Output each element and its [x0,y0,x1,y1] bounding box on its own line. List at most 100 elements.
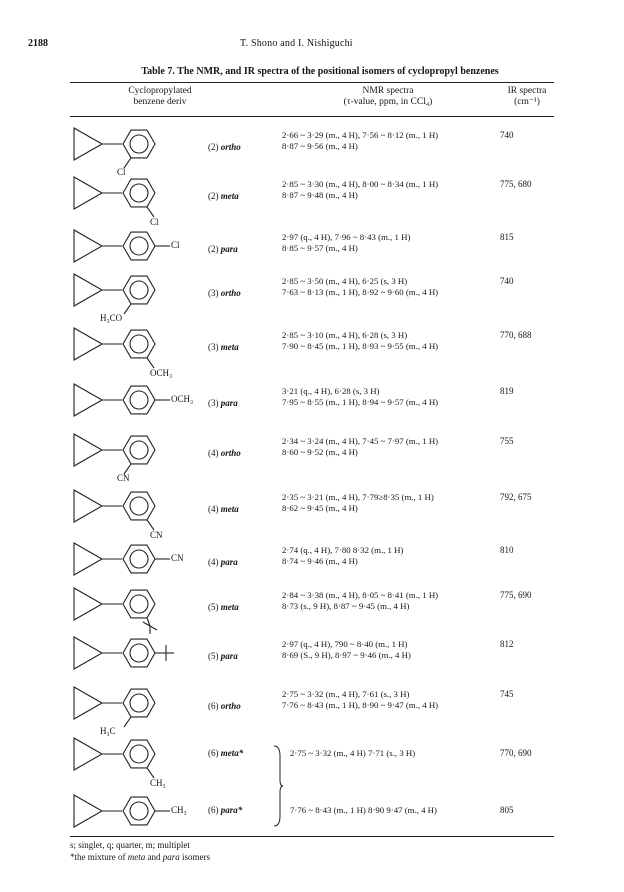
structure-drawing [70,633,220,683]
nmr-cell: 2·85 ~ 3·30 (m., 4 H), 8·00 ~ 8·34 (m., … [282,179,438,201]
ir-value: 755 [500,436,514,446]
nmr-line: 8·69 (S., 9 H), 8·97 ~ 9·46 (m., 4 H) [282,650,411,660]
structure-drawing [70,584,220,634]
substituent-label: H₃CO [100,313,123,323]
ir-value: 745 [500,689,514,699]
structure-drawing: Cl [70,124,220,177]
compound-number: (6) [208,748,219,758]
nmr-line: 2·35 ~ 3·21 (m., 4 H), 7·79≥8·35 (m., 1 … [282,492,434,502]
isomer-position: ortho [220,448,241,458]
compound-number: (6) [208,805,219,815]
compound-number: (2) [208,244,219,254]
structure-drawing: H₃CO [70,270,220,323]
nmr-cell: 2·35 ~ 3·21 (m., 4 H), 7·79≥8·35 (m., 1 … [282,492,434,514]
substituent-label: Cl [150,217,159,227]
isomer-position: meta [220,342,239,352]
header-line: (cm⁻¹) [514,97,540,107]
substituent-label: H₃C [100,726,116,736]
nmr-line: 2·66 ~ 3·29 (m., 4 H), 7·56 ~ 8·12 (m., … [282,130,439,140]
structure-svg [73,794,170,828]
structure-svg [73,176,156,218]
header-line: (τ-value, ppm, in CCl₄) [343,97,433,107]
compound-label: (6) meta* [208,748,243,758]
compound-label: (6) ortho [208,701,241,711]
nmr-line: 8·62 ~ 9·45 (m., 4 H) [282,503,358,513]
nmr-line: 7·76 ~ 8·43 (m., 1 H) 8·90 9·47 (m., 4 H… [290,805,437,815]
nmr-line: 2·97 (q., 4 H), 790 ~ 8·40 (m., 1 H) [282,639,408,649]
compound-number: (3) [208,288,219,298]
header-line: NMR spectra [362,86,414,96]
isomer-position: ortho [220,288,241,298]
structure-svg [73,127,156,169]
substituent-label: CH₃ [150,778,166,788]
nmr-cell: 2·75 ~ 3·32 (m., 4 H), 7·61 (s., 3 H)7·7… [282,689,438,711]
footnote-text: isomers [179,852,211,862]
isomer-position: para [220,244,238,254]
nmr-line: 8·85 ~ 9·57 (m., 4 H) [282,243,358,253]
nmr-line: 2·74 (q., 4 H), 7·80 8·32 (m., 1 H) [282,545,404,555]
nmr-line: 2·97 (q., 4 H), 7·96 ~ 8·43 (m., 1 H) [282,232,411,242]
nmr-line: 8·60 ~ 9·52 (m., 4 H) [282,447,358,457]
ir-value: 792, 675 [500,492,532,502]
structure-svg [73,327,156,369]
compound-label: (4) ortho [208,448,241,458]
isomer-position: para [220,557,238,567]
ir-value: 740 [500,276,514,286]
compound-number: (5) [208,651,219,661]
compound-label: (4) para [208,557,238,567]
structure-drawing: CN [70,539,220,589]
compound-label: (3) ortho [208,288,241,298]
structure-drawing: CN [70,430,220,483]
compound-label: (2) ortho [208,142,241,152]
structure-drawing: H₃C [70,683,220,736]
header-line: Cyclopropylated [128,86,192,96]
table-top-rule [70,82,554,84]
ir-value: 775, 690 [500,590,532,600]
isomer-position: para [220,651,238,661]
substituent-label: Cl [171,240,180,250]
isomer-position: meta [220,602,239,612]
nmr-line: 2·75 ~ 3·32 (m., 4 H) 7·71 (s., 3 H) [290,748,416,758]
substituent-label: OCH₃ [171,394,194,404]
structure-svg [73,229,170,263]
compound-label: (5) para [208,651,238,661]
structure-svg [73,686,156,728]
compound-number: (2) [208,142,219,152]
table-header-rule [70,116,554,117]
column-header-derivative: Cyclopropylated benzene deriv [110,86,210,108]
substituent-label: CN [117,473,130,483]
substituent-label: CN [171,553,184,563]
structure-drawing: CN [70,486,220,540]
brace-mark [273,745,284,827]
nmr-cell: 2·84 ~ 3·38 (m., 4 H), 8·05 ~ 8·41 (m., … [282,590,438,612]
footnote-para: para [162,852,180,862]
table-caption: Table 7. The NMR, and IR spectra of the … [141,66,499,77]
nmr-line: 8·74 ~ 9·46 (m., 4 H) [282,556,358,566]
nmr-line: 2·84 ~ 3·38 (m., 4 H), 8·05 ~ 8·41 (m., … [282,590,439,600]
structure-drawing: Cl [70,173,220,227]
structure-svg [73,737,156,779]
isomer-position: para [220,398,238,408]
ir-value: 812 [500,639,514,649]
compound-label: (2) para [208,244,238,254]
ir-value: 805 [500,805,514,815]
nmr-line: 7·63 ~ 8·13 (m., 1 H), 8·92 ~ 9·60 (m., … [282,287,439,297]
nmr-line: 7·90 ~ 8·45 (m., 1 H), 8·93 ~ 9·55 (m., … [282,341,439,351]
structure-svg [73,383,170,417]
structure-svg [73,273,156,315]
compound-number: (4) [208,448,219,458]
isomer-position: meta [220,504,239,514]
footnote-abbreviations: s; singlet, q; quarter, m; multiplet [70,840,190,850]
ir-value: 770, 690 [500,748,532,758]
structure-svg [73,433,156,475]
compound-label: (6) para* [208,805,242,815]
nmr-line: 2·85 ~ 3·50 (m., 4 H), 6·25 (s, 3 H) [282,276,408,286]
nmr-cell: 2·85 ~ 3·50 (m., 4 H), 6·25 (s, 3 H)7·63… [282,276,438,298]
ir-value: 815 [500,232,514,242]
footnote-mixture: *the mixture of meta and para isomers [70,852,210,862]
structure-svg [73,489,156,531]
isomer-position: meta [220,191,239,201]
nmr-cell: 2·66 ~ 3·29 (m., 4 H), 7·56 ~ 8·12 (m., … [282,130,438,152]
footnote-text: *the mixture of [70,852,128,862]
nmr-cell: 2·34 ~ 3·24 (m., 4 H), 7·45 ~ 7·97 (m., … [282,436,438,458]
